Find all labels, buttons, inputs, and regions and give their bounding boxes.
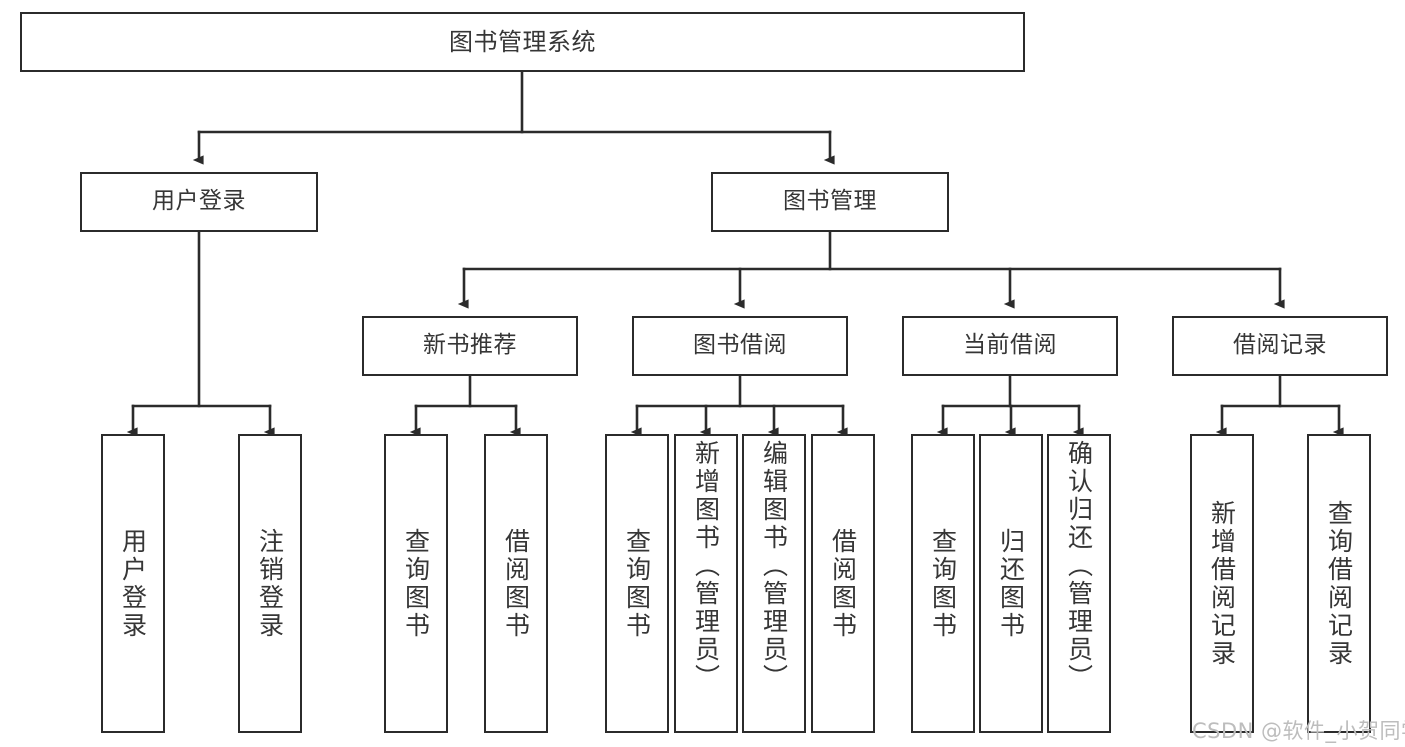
node-label: 用户登录 bbox=[152, 188, 246, 215]
node-label: 图书管理系统 bbox=[449, 27, 596, 56]
node-label: 查询图书 bbox=[401, 527, 431, 640]
node-label: 归还图书 bbox=[996, 527, 1026, 640]
leaf-user-login-logout[interactable]: 注销登录 bbox=[238, 434, 302, 733]
leaf-borrow-add-book-admin[interactable]: 新增图书（管理员） bbox=[674, 434, 738, 733]
leaf-new-book-query[interactable]: 查询图书 bbox=[384, 434, 448, 733]
leaf-borrow-query-book[interactable]: 查询图书 bbox=[605, 434, 669, 733]
csdn-watermark: CSDN @软件_小贺同学 bbox=[1192, 719, 1405, 743]
node-label: 新书推荐 bbox=[423, 332, 517, 359]
node-label: 当前借阅 bbox=[963, 332, 1057, 359]
node-label: 新增借阅记录 bbox=[1207, 499, 1237, 668]
node-label: 确认归还（管理员） bbox=[1064, 440, 1094, 692]
node-label: 用户登录 bbox=[118, 527, 148, 640]
node-book-borrow[interactable]: 图书借阅 bbox=[632, 316, 848, 376]
leaf-record-add-record[interactable]: 新增借阅记录 bbox=[1190, 434, 1254, 733]
node-borrow-record[interactable]: 借阅记录 bbox=[1172, 316, 1388, 376]
node-label: 借阅图书 bbox=[828, 527, 858, 640]
leaf-borrow-borrow-book[interactable]: 借阅图书 bbox=[811, 434, 875, 733]
node-label: 借阅记录 bbox=[1233, 332, 1327, 359]
leaf-current-query-book[interactable]: 查询图书 bbox=[911, 434, 975, 733]
node-label: 图书借阅 bbox=[693, 332, 787, 359]
node-label: 编辑图书（管理员） bbox=[759, 440, 789, 692]
leaf-record-query-record[interactable]: 查询借阅记录 bbox=[1307, 434, 1371, 733]
leaf-current-confirm-return-admin[interactable]: 确认归还（管理员） bbox=[1047, 434, 1111, 733]
node-label: 查询借阅记录 bbox=[1324, 499, 1354, 668]
node-book-management[interactable]: 图书管理 bbox=[711, 172, 949, 232]
node-label: 查询图书 bbox=[928, 527, 958, 640]
node-label: 新增图书（管理员） bbox=[691, 440, 721, 692]
leaf-user-login-signin[interactable]: 用户登录 bbox=[101, 434, 165, 733]
node-current-borrow[interactable]: 当前借阅 bbox=[902, 316, 1118, 376]
node-label: 查询图书 bbox=[622, 527, 652, 640]
leaf-current-return-book[interactable]: 归还图书 bbox=[979, 434, 1043, 733]
node-label: 借阅图书 bbox=[501, 527, 531, 640]
node-new-book-recommend[interactable]: 新书推荐 bbox=[362, 316, 578, 376]
leaf-borrow-edit-book-admin[interactable]: 编辑图书（管理员） bbox=[742, 434, 806, 733]
node-label: 注销登录 bbox=[255, 527, 285, 640]
node-label: 图书管理 bbox=[783, 188, 877, 215]
leaf-new-book-borrow[interactable]: 借阅图书 bbox=[484, 434, 548, 733]
node-root-system[interactable]: 图书管理系统 bbox=[20, 12, 1025, 72]
node-user-login[interactable]: 用户登录 bbox=[80, 172, 318, 232]
